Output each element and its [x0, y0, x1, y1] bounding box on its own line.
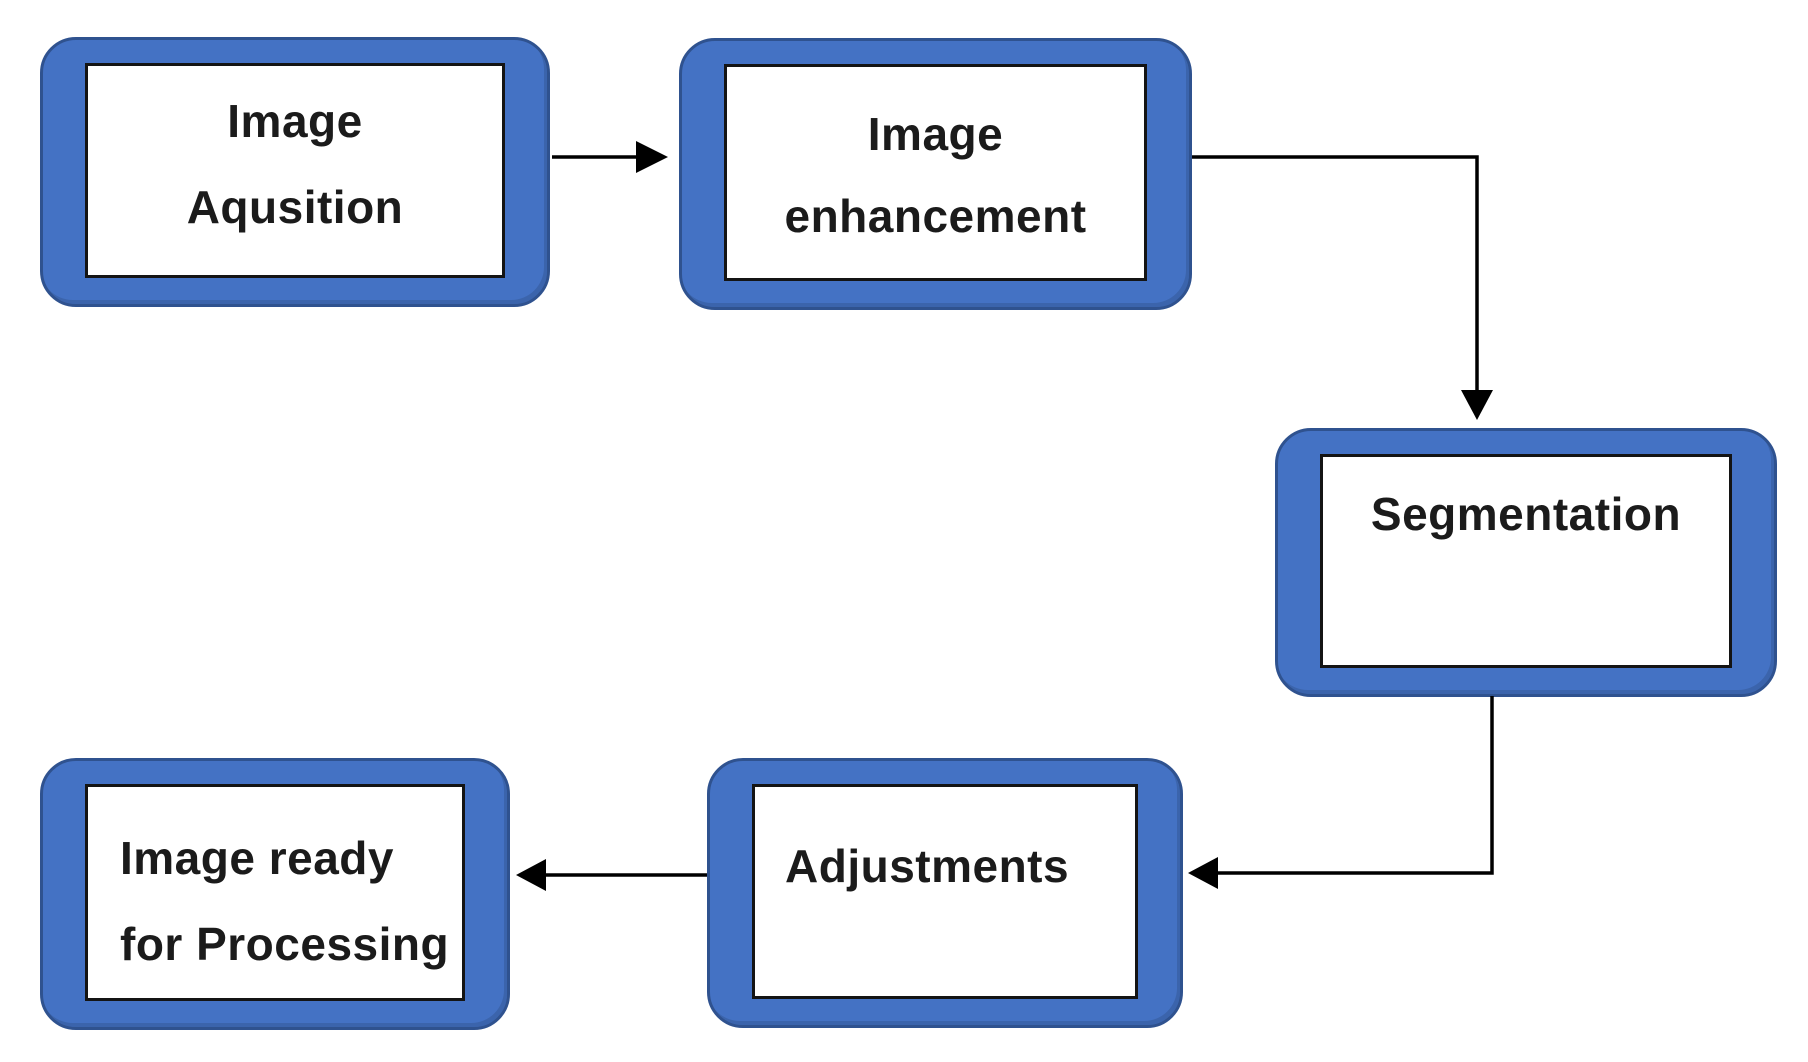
arrowhead-into-enhancement [636, 141, 668, 173]
node-image-ready-panel: Image ready for Processing [85, 784, 465, 1001]
node-image-ready-label: Image ready for Processing [88, 787, 462, 998]
label-line: Image [227, 95, 363, 147]
connector-segmentation-to-adjustments [1216, 696, 1494, 875]
arrowhead-into-segmentation [1461, 390, 1493, 420]
arrowhead-into-image-ready [516, 859, 546, 891]
label-line: Aqusition [186, 181, 404, 233]
label-line: Adjustments [785, 840, 1070, 892]
label-line: Image [867, 108, 1004, 160]
node-image-acquisition-label: Image Aqusition [88, 66, 502, 275]
node-adjustments-label: Adjustments [755, 787, 1135, 996]
node-image-ready: Image ready for Processing [40, 758, 510, 1030]
arrowhead-into-adjustments [1188, 857, 1218, 889]
label-line: Segmentation [1370, 488, 1682, 540]
node-image-enhancement: Image enhancement [679, 38, 1192, 310]
label-line: Image ready [120, 832, 394, 884]
node-adjustments: Adjustments [707, 758, 1183, 1028]
node-image-enhancement-label: Image enhancement [727, 67, 1144, 278]
node-adjustments-panel: Adjustments [752, 784, 1138, 999]
connector-enhancement-to-segmentation [1192, 155, 1479, 392]
node-image-acquisition: Image Aqusition [40, 37, 550, 307]
node-image-acquisition-panel: Image Aqusition [85, 63, 505, 278]
node-image-enhancement-panel: Image enhancement [724, 64, 1147, 281]
label-line: for Processing [120, 918, 450, 970]
node-segmentation-panel: Segmentation [1320, 454, 1732, 668]
node-segmentation: Segmentation [1275, 428, 1777, 697]
label-line: enhancement [784, 190, 1087, 242]
node-segmentation-label: Segmentation [1323, 457, 1729, 665]
